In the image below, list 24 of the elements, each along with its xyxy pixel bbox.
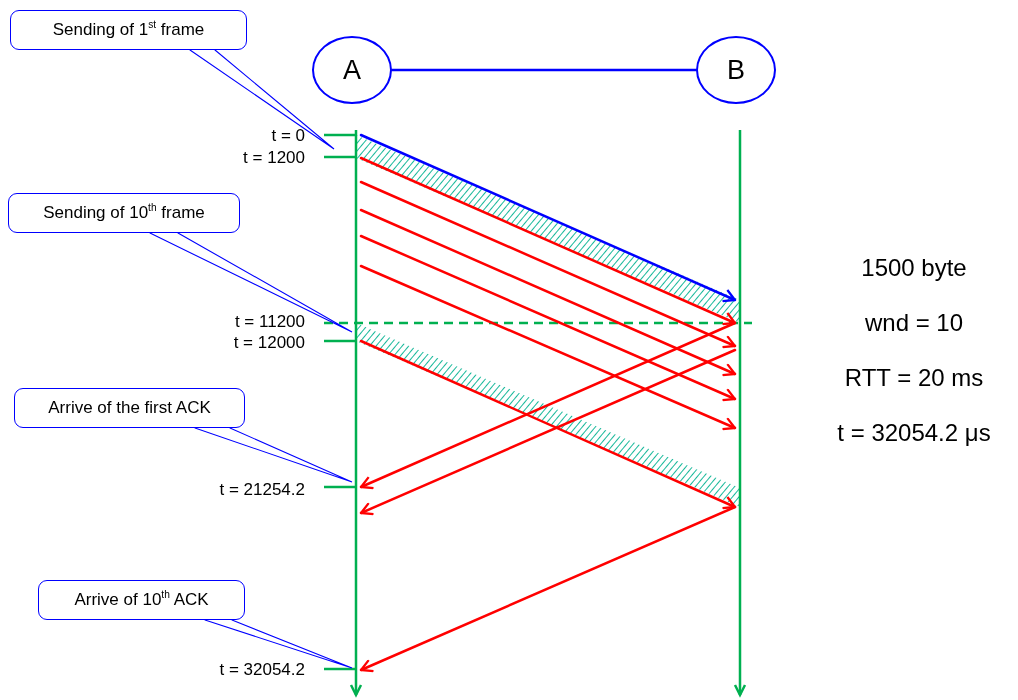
arrow	[359, 264, 737, 431]
arrow	[359, 234, 737, 402]
parameter-text: t = 32054.2 μs	[837, 421, 991, 445]
callout-box: Sending of 10$^{th}$ frame	[8, 193, 240, 233]
arrow	[359, 505, 737, 673]
time-label: t = 0	[271, 126, 305, 144]
connector-line	[390, 68, 698, 72]
parameter-text: 1500 byte	[861, 256, 967, 280]
timeline-arrow	[735, 130, 745, 696]
parameter-text: wnd = 10	[864, 311, 964, 335]
callout-box: Arrive of 10$^{th}$ ACK	[38, 580, 245, 620]
callout-box: Sending of 1$^{st}$ frame	[10, 10, 247, 50]
parameter-text: RTT = 20 ms	[844, 366, 984, 390]
arrow	[359, 180, 737, 349]
timeline-arrow	[351, 130, 361, 696]
time-label: t = 21254.2	[219, 480, 305, 498]
time-label: t = 11200	[234, 312, 305, 330]
time-label: t = 1200	[243, 148, 305, 166]
callout-box: Arrive of the first ACK	[14, 388, 245, 428]
host-circle: B	[696, 36, 776, 104]
time-label: t = 12000	[233, 333, 305, 351]
host-circle: A	[312, 36, 392, 104]
arrow	[359, 208, 737, 377]
time-label: t = 32054.2	[219, 660, 305, 678]
